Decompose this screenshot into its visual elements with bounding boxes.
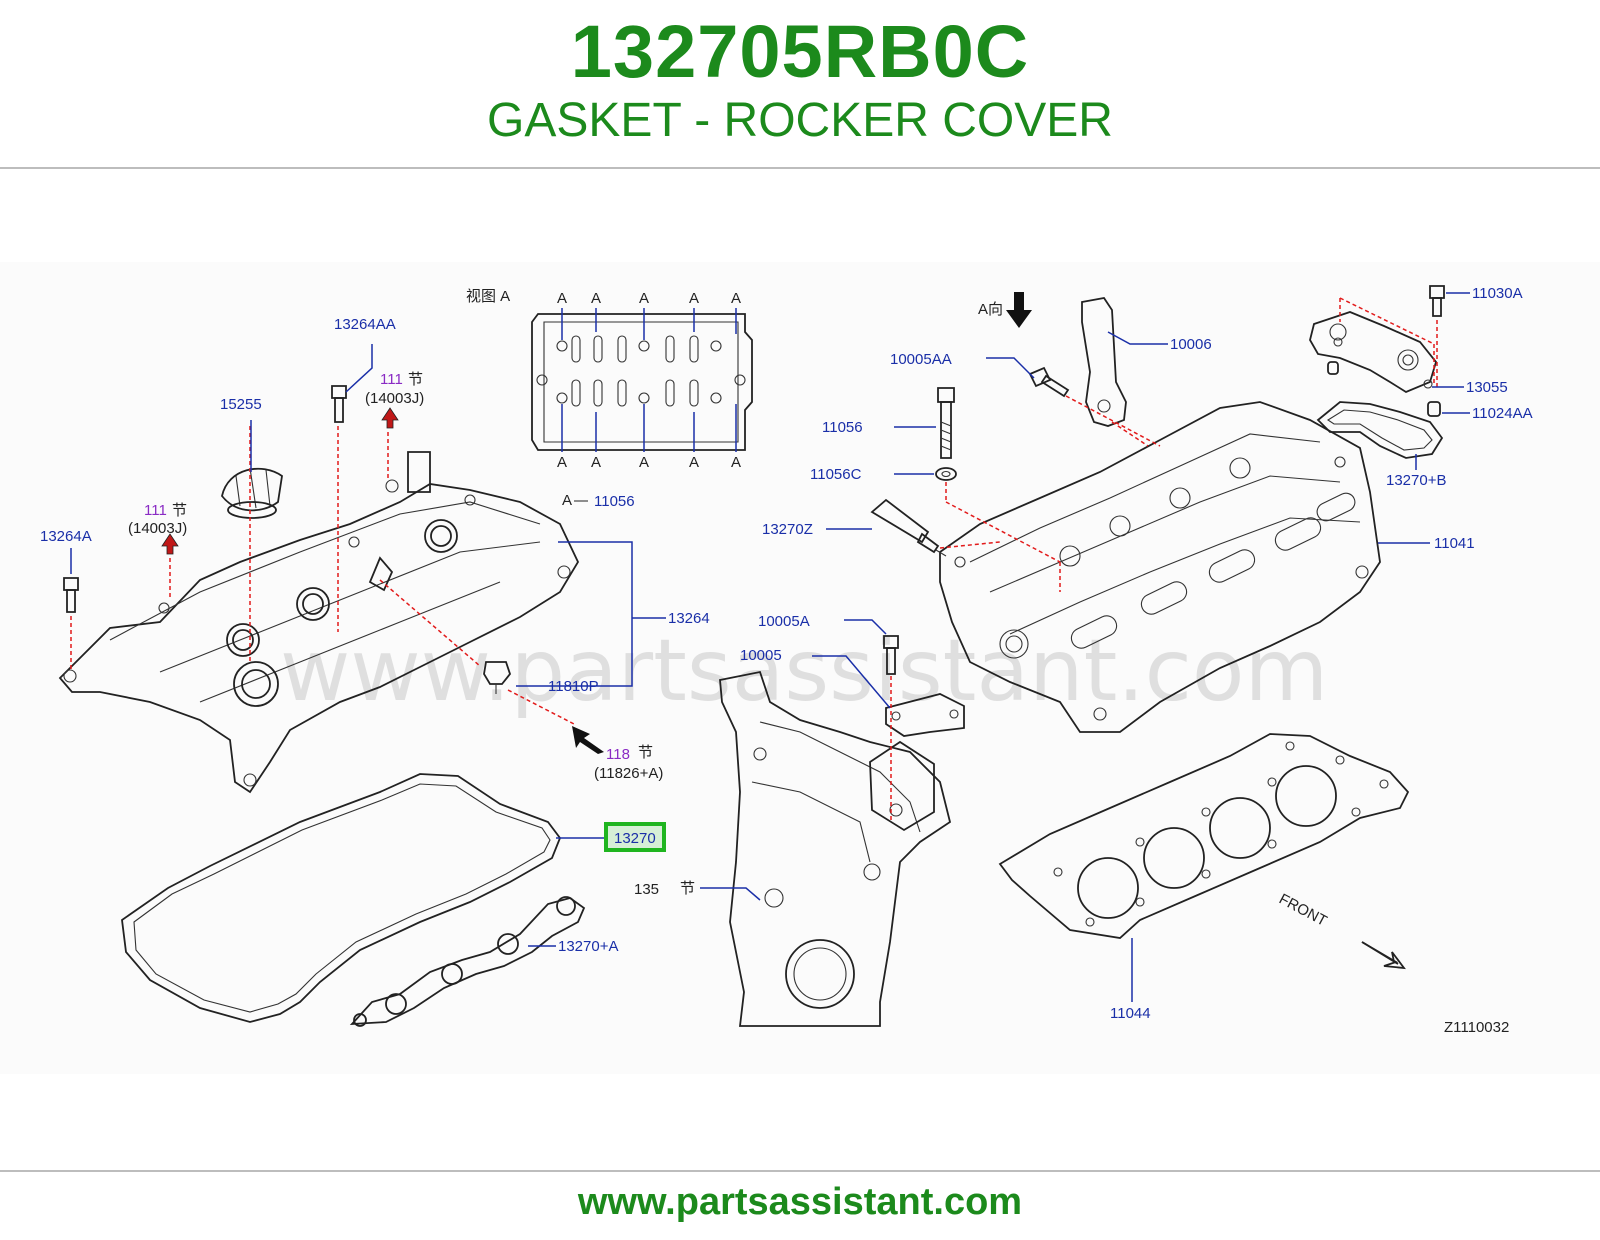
cylinder-head-drawing: [939, 401, 1381, 733]
section-ref-118-code: (11826+A): [594, 765, 663, 782]
bolt-10005AA-drawing: [1028, 366, 1070, 398]
cylinder-head-dashed-links: [939, 297, 1438, 592]
label-11056C: 11056C: [810, 466, 862, 483]
leader-135: [700, 887, 761, 901]
label-10005: 10005: [740, 647, 782, 664]
section-ref-111-char: 节: [172, 502, 187, 519]
highlighted-part-box: [604, 822, 666, 852]
rocker-cover-drawing: [58, 451, 580, 794]
section-ref-111-number: 111: [380, 371, 403, 388]
rocker-cover-gasket-13270-drawing: [121, 773, 562, 1023]
view-a-bottom-marks: A A A A A: [557, 454, 741, 471]
view-a-top-marks: A A A A A: [557, 290, 741, 307]
head-gasket-11044-drawing: [998, 733, 1410, 939]
seal-13270-plus-b-drawing: [1316, 401, 1444, 459]
front-direction-label: FRONT: [1276, 891, 1330, 930]
label-13055: 13055: [1466, 379, 1508, 396]
label-135: 135: [634, 881, 659, 898]
parts-diagram: www.partsassistant.com 视图 A A A A A A A …: [0, 262, 1600, 1074]
watermark-text: www.partsassistant.com: [280, 621, 1328, 721]
front-cover-drawing: [719, 670, 952, 1027]
label-10005A: 10005A: [758, 613, 810, 630]
lifting-hook-10006-drawing: [1081, 297, 1127, 427]
section-ref-111-number: 111: [144, 502, 167, 519]
parts-diagram-svg: www.partsassistant.com 视图 A A A A A A A …: [40, 285, 1533, 1036]
view-a-mark: A: [689, 454, 699, 471]
label-13270-highlighted[interactable]: 13270: [614, 830, 656, 847]
dowel-pin-drawing: [1327, 361, 1339, 375]
bolt-13264A-drawing: [63, 577, 79, 613]
view-a-mark: A: [731, 290, 741, 307]
view-a-mark: A: [591, 454, 601, 471]
section-ref-111-code: (14003J): [365, 390, 424, 407]
view-a-mark: A: [557, 454, 567, 471]
view-a-mark: A: [689, 290, 699, 307]
leader-13264AA: [345, 344, 373, 393]
label-13264A: 13264A: [40, 528, 92, 545]
view-a-mark: A: [591, 290, 601, 307]
view-a-pointer: A: [562, 492, 572, 509]
cam-bracket-13055-drawing: [1309, 311, 1437, 394]
leader-10005AA: [986, 357, 1035, 379]
view-a-gasket-drawing: [531, 313, 753, 451]
part-number-title: 132705RB0C: [570, 10, 1030, 93]
sealant-tube-13270Z-drawing: [870, 498, 947, 557]
section-ref-118-number: 118: [606, 746, 630, 763]
view-direction-label: A向: [978, 301, 1003, 318]
bolt-11030A-drawing: [1429, 285, 1445, 317]
view-a-mark: A: [639, 290, 649, 307]
label-11056-view: 11056: [594, 493, 635, 510]
gasket-13270-plus-a-drawing: [349, 896, 586, 1027]
bolt-13264AA-drawing: [331, 385, 347, 423]
section-ref-118-char: 节: [638, 744, 653, 761]
oil-filler-cap-drawing: [221, 467, 283, 519]
label-11030A: 11030A: [1472, 285, 1523, 302]
view-a-mark: A: [639, 454, 649, 471]
rocker-cover-dashed-links: [70, 426, 575, 725]
label-11810P: 11810P: [548, 678, 599, 695]
label-11024AA: 11024AA: [1472, 405, 1533, 422]
section-ref-111-char: 节: [408, 371, 423, 388]
leader-10005A: [844, 619, 887, 635]
view-a-mark: A: [557, 290, 567, 307]
front-direction-arrow-icon: [1361, 941, 1406, 970]
footer-divider: [0, 1170, 1600, 1172]
view-a-mark-leaders: [561, 308, 737, 452]
label-10005AA: 10005AA: [890, 351, 952, 368]
washer-11056C-drawing: [935, 467, 957, 481]
section-ref-arrow-up-icon: [381, 407, 399, 429]
dowel-11024AA-drawing: [1427, 401, 1441, 417]
section-ref-arrow-up-icon: [161, 533, 179, 555]
pcv-valve-11810P-drawing: [483, 661, 512, 694]
label-13270-plus-b: 13270+B: [1386, 472, 1446, 489]
bolt-11056-drawing: [937, 387, 955, 459]
view-a-label: 视图 A: [466, 288, 510, 305]
view-direction-arrow-icon: [1006, 292, 1032, 328]
label-11056: 11056: [822, 419, 863, 436]
label-10006: 10006: [1170, 336, 1212, 353]
label-11044: 11044: [1110, 1005, 1151, 1022]
view-a-mark: A: [731, 454, 741, 471]
label-15255: 15255: [220, 396, 262, 413]
label-13270-plus-a: 13270+A: [558, 938, 618, 955]
section-ref-135-char: 节: [680, 880, 695, 897]
leader-10006: [1107, 331, 1168, 345]
label-13264AA: 13264AA: [334, 316, 396, 333]
bolt-10005A-drawing: [883, 635, 899, 675]
label-13264: 13264: [668, 610, 710, 627]
part-name-subtitle: GASKET - ROCKER COVER: [487, 94, 1113, 147]
section-ref-arrow-icon: [572, 726, 604, 754]
label-11041: 11041: [1434, 535, 1475, 552]
diagram-code: Z1110032: [1444, 1019, 1509, 1036]
leader-13264-bracket: [516, 541, 633, 687]
bracket-10005-drawing: [885, 693, 965, 737]
footer-website-link[interactable]: www.partsassistant.com: [577, 1181, 1023, 1223]
header-divider: [0, 167, 1600, 169]
page-header: 132705RB0C GASKET - ROCKER COVER: [0, 0, 1600, 168]
section-ref-111-code: (14003J): [128, 520, 187, 537]
leader-10005: [812, 655, 891, 709]
label-13270Z: 13270Z: [762, 521, 813, 538]
